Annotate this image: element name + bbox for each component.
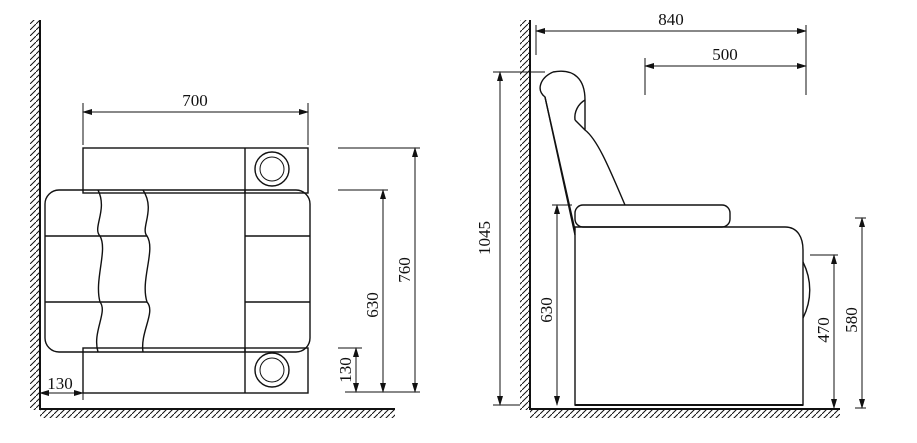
dim-seat-length-side: 500: [644, 45, 807, 95]
dim-840-label: 840: [658, 10, 684, 29]
dim-130-horizontal-label: 130: [47, 374, 73, 393]
dim-630-side-label: 630: [537, 297, 556, 323]
cup-holder-icon: [254, 151, 290, 187]
floor-top-view: [40, 408, 395, 418]
chair-body-top: [44, 189, 311, 353]
dim-470-label: 470: [814, 317, 833, 343]
dim-armrest-top: 130: [336, 347, 362, 393]
side-view: 840 500 1045 630 580: [475, 10, 866, 418]
wall-left: [30, 20, 41, 410]
chair-side-profile: [539, 70, 811, 406]
dim-depth-side: 840: [535, 10, 807, 95]
top-view: 700 760 630 130 130: [30, 20, 420, 418]
floor-side-view: [530, 408, 840, 418]
dim-1045-label: 1045: [475, 221, 494, 255]
dim-seat-depth-top: 630: [338, 189, 388, 393]
dim-height-side: 1045: [475, 71, 545, 406]
dim-seat-height-side: 470: [810, 254, 838, 409]
cup-holder-icon: [254, 352, 290, 388]
dim-700-label: 700: [182, 91, 208, 110]
dim-depth-top: 760: [338, 147, 420, 393]
dim-500-label: 500: [712, 45, 738, 64]
dim-wall-gap: 130: [39, 360, 84, 400]
dim-front-height-side: 580: [842, 217, 866, 409]
dim-760-label: 760: [395, 257, 414, 283]
dim-130-vertical-label: 130: [336, 357, 355, 383]
dim-630-label: 630: [363, 292, 382, 318]
dim-580-label: 580: [842, 307, 861, 333]
armrest-top: [82, 147, 309, 194]
armrest-bottom: [82, 347, 309, 394]
dim-width-top: 700: [82, 91, 309, 145]
wall-side: [520, 20, 531, 410]
dim-back-height-side: 630: [537, 204, 572, 406]
